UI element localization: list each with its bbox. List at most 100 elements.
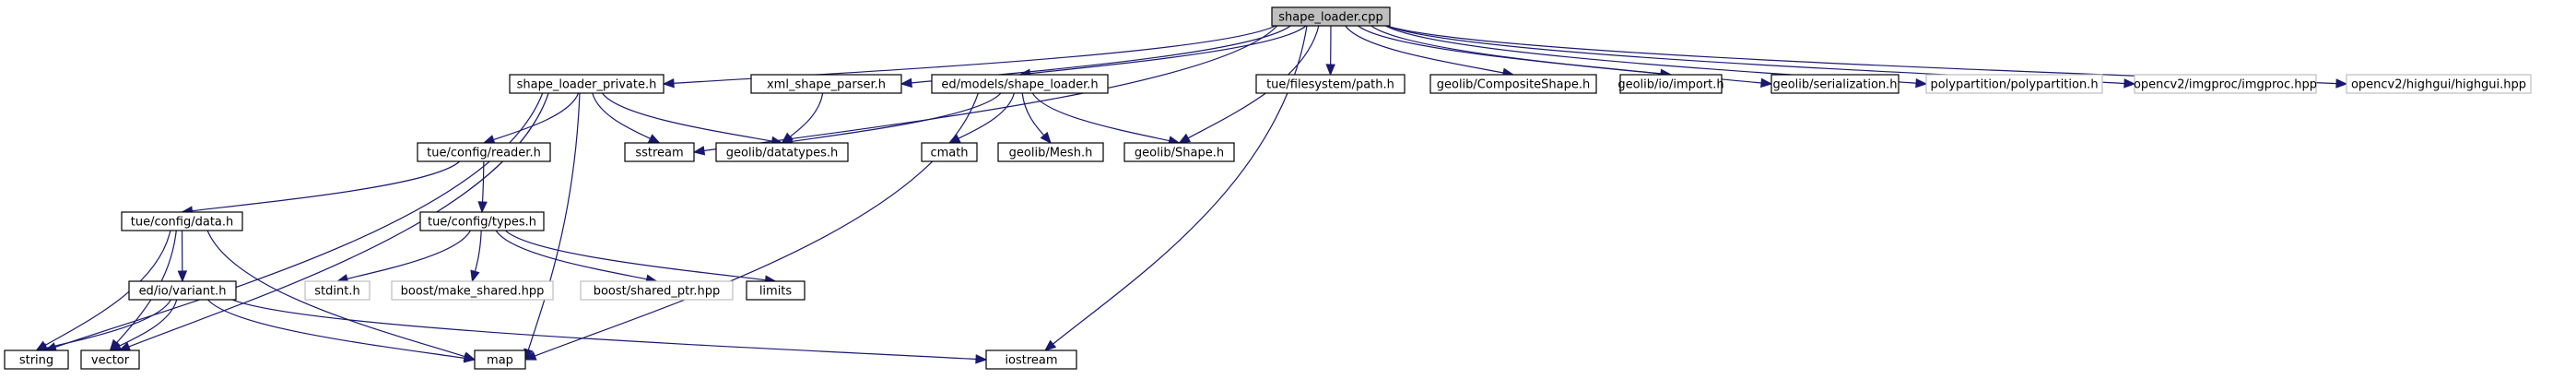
node-variant[interactable]: ed/io/variant.h bbox=[128, 280, 237, 301]
node-box bbox=[580, 280, 734, 301]
node-label: tue/config/reader.h bbox=[427, 147, 541, 160]
node-box bbox=[4, 349, 69, 370]
node-box bbox=[1429, 74, 1597, 94]
node-label: geolib/Shape.h bbox=[1135, 147, 1224, 160]
arrowhead-root-to-imgproc bbox=[2123, 78, 2136, 89]
node-import[interactable]: geolib/io/import.h bbox=[1617, 74, 1724, 94]
node-label: geolib/CompositeShape.h bbox=[1437, 78, 1591, 92]
node-comp[interactable]: geolib/CompositeShape.h bbox=[1429, 74, 1597, 94]
arrowhead-root-to-iostream bbox=[1043, 339, 1057, 351]
node-box bbox=[1255, 74, 1406, 94]
node-box bbox=[1925, 74, 2103, 94]
node-box bbox=[391, 280, 554, 301]
node-box bbox=[80, 349, 140, 370]
arrowhead-variant-to-map bbox=[463, 353, 476, 363]
edge-edsl-to-cmath bbox=[948, 92, 1015, 144]
node-reader[interactable]: tue/config/reader.h bbox=[417, 142, 551, 162]
arrowhead-edsl-to-mesh bbox=[1040, 131, 1052, 145]
node-limits[interactable]: limits bbox=[746, 280, 806, 301]
edge-root-to-edsl bbox=[1019, 25, 1307, 76]
arrowhead-root-to-highgui bbox=[2335, 78, 2348, 89]
node-box bbox=[1271, 6, 1391, 27]
node-label: limits bbox=[759, 285, 793, 299]
edge-variant-to-iostream bbox=[231, 299, 987, 361]
arrowhead-slp-to-reader bbox=[482, 135, 496, 145]
node-path[interactable]: tue/filesystem/path.h bbox=[1255, 74, 1406, 94]
node-label: vector bbox=[91, 354, 130, 368]
edge-slp-to-reader bbox=[483, 92, 580, 144]
node-label: ed/io/variant.h bbox=[139, 285, 227, 299]
node-box bbox=[509, 74, 665, 94]
node-label: tue/config/types.h bbox=[428, 216, 536, 230]
node-label: map bbox=[487, 354, 513, 368]
node-map[interactable]: map bbox=[474, 349, 526, 370]
arrowhead-variant-to-iostream bbox=[975, 354, 988, 364]
node-vector[interactable]: vector bbox=[80, 349, 140, 370]
node-sstream[interactable]: sstream bbox=[624, 142, 695, 162]
node-box bbox=[746, 280, 806, 301]
node-xsp[interactable]: xml_shape_parser.h bbox=[750, 74, 902, 94]
edge-variant-to-map bbox=[207, 299, 476, 361]
node-serial[interactable]: geolib/serialization.h bbox=[1770, 74, 1900, 94]
node-edsl[interactable]: ed/models/shape_loader.h bbox=[931, 74, 1109, 94]
node-label: geolib/Mesh.h bbox=[1009, 147, 1093, 160]
edge-edsl-to-shape bbox=[1031, 92, 1180, 144]
node-label: tue/filesystem/path.h bbox=[1266, 78, 1394, 92]
node-box bbox=[2134, 74, 2317, 94]
node-types[interactable]: tue/config/types.h bbox=[419, 211, 545, 231]
node-box bbox=[921, 142, 978, 162]
node-slp[interactable]: shape_loader_private.h bbox=[509, 74, 665, 94]
node-box bbox=[304, 280, 371, 301]
node-label: xml_shape_parser.h bbox=[767, 78, 886, 92]
arrowhead-edsl-to-map bbox=[523, 350, 537, 361]
node-data[interactable]: tue/config/data.h bbox=[121, 211, 243, 231]
node-label: shape_loader.cpp bbox=[1278, 11, 1382, 25]
arrowhead-root-to-path bbox=[1325, 64, 1335, 77]
node-cmath[interactable]: cmath bbox=[921, 142, 978, 162]
node-label: opencv2/highgui/highgui.hpp bbox=[2351, 78, 2526, 92]
edge-root-to-shape bbox=[1179, 25, 1320, 144]
node-label: ed/models/shape_loader.h bbox=[941, 78, 1098, 92]
node-mkshared: boost/make_shared.hpp bbox=[391, 280, 554, 301]
arrowhead-root-to-slp bbox=[662, 78, 675, 89]
arrowhead-root-to-shape bbox=[1178, 133, 1192, 144]
node-label: geolib/serialization.h bbox=[1772, 78, 1897, 92]
node-label: polypartition/polypartition.h bbox=[1930, 78, 2098, 92]
edge-slp-to-datatypes bbox=[601, 92, 782, 144]
arrowhead-root-to-xsp bbox=[900, 77, 912, 89]
edge-variant-to-vector bbox=[110, 299, 178, 351]
node-string[interactable]: string bbox=[4, 349, 69, 370]
node-box bbox=[128, 280, 237, 301]
edge-edsl-to-datatypes bbox=[782, 92, 1002, 144]
node-label: sstream bbox=[635, 147, 683, 160]
node-box bbox=[121, 211, 243, 231]
node-mesh[interactable]: geolib/Mesh.h bbox=[997, 142, 1104, 162]
edge-reader-to-data bbox=[182, 160, 461, 213]
arrowhead-reader-to-types bbox=[477, 201, 488, 214]
node-box bbox=[715, 142, 849, 162]
arrowhead-slp-to-sstream bbox=[647, 134, 661, 144]
node-label: boost/make_shared.hpp bbox=[401, 285, 545, 299]
edge-root-to-comp bbox=[1345, 25, 1514, 76]
node-label: shape_loader_private.h bbox=[517, 78, 657, 92]
edge-types-to-stdint bbox=[336, 230, 471, 282]
arrowhead-root-to-poly bbox=[1915, 77, 1928, 89]
node-imgproc: opencv2/imgproc/imgproc.hpp bbox=[2134, 74, 2317, 94]
node-label: string bbox=[19, 354, 53, 368]
node-box bbox=[2346, 74, 2532, 94]
node-iostream[interactable]: iostream bbox=[985, 349, 1077, 370]
node-box bbox=[417, 142, 551, 162]
arrowhead-root-to-sstream bbox=[692, 146, 706, 156]
node-root[interactable]: shape_loader.cpp bbox=[1271, 6, 1391, 27]
node-label: geolib/datatypes.h bbox=[726, 147, 839, 160]
node-box bbox=[474, 349, 526, 370]
node-highgui: opencv2/highgui/highgui.hpp bbox=[2346, 74, 2532, 94]
node-box bbox=[997, 142, 1104, 162]
node-box bbox=[985, 349, 1077, 370]
edge-data-to-string bbox=[36, 230, 171, 351]
node-box bbox=[419, 211, 545, 231]
node-datatypes[interactable]: geolib/datatypes.h bbox=[715, 142, 849, 162]
edge-edsl-to-map bbox=[524, 92, 979, 361]
node-shape[interactable]: geolib/Shape.h bbox=[1123, 142, 1235, 162]
